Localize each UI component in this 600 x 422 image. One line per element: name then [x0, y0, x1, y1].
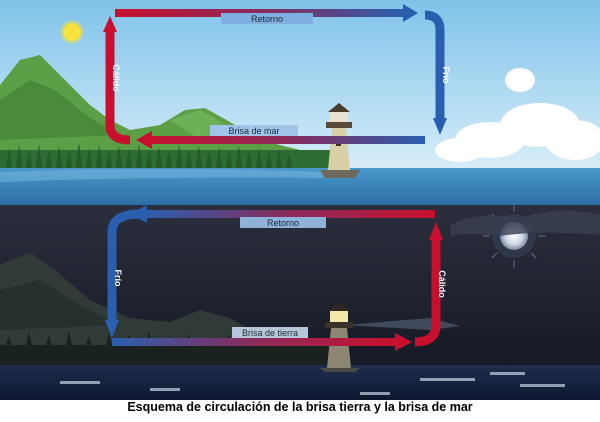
night-top-label: Retorno [267, 218, 299, 228]
circulation-diagram: Retorno Brisa de mar Cálido Frío [0, 0, 600, 400]
day-panel: Retorno Brisa de mar Cálido Frío [0, 0, 600, 205]
night-panel: Retorno Brisa de tierra Frío Cálido [0, 205, 600, 400]
day-top-label-bg [221, 13, 313, 24]
night-top-label-bg [240, 217, 326, 228]
day-bottom-label: Brisa de mar [228, 126, 279, 136]
night-left-label: Frío [113, 270, 123, 288]
night-bottom-label-bg [232, 327, 308, 338]
night-rising-arrow [414, 222, 443, 347]
day-top-label: Retorno [251, 14, 283, 24]
night-descending-arrow [105, 209, 141, 338]
day-descending-arrow [424, 10, 447, 135]
diagram-caption: Esquema de circulación de la brisa tierr… [127, 400, 473, 414]
forest-icon [0, 143, 330, 172]
day-left-label: Cálido [111, 64, 121, 92]
day-bottom-label-bg [210, 125, 298, 136]
day-sea-breeze-arrow [136, 131, 425, 149]
day-rising-arrow [103, 16, 131, 145]
cloud-icon [435, 68, 600, 162]
night-bottom-label: Brisa de tierra [242, 328, 298, 338]
night-land-breeze-arrow [112, 333, 412, 351]
sun-icon [60, 20, 84, 44]
day-right-label: Frío [441, 67, 451, 85]
night-right-label: Cálido [437, 270, 447, 298]
